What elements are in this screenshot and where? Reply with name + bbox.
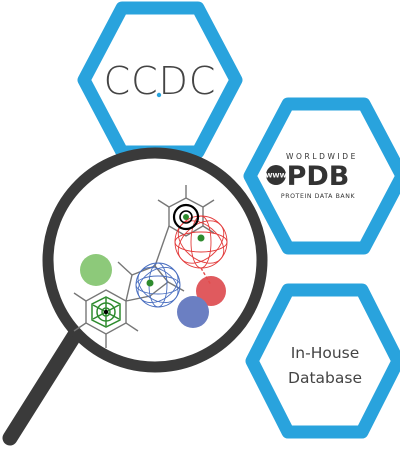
pharmacophore-molecule-icon (73, 185, 228, 348)
blue-feature-sphere (177, 296, 209, 328)
pdb-protein-data-bank-text: PROTEIN DATA BANK (281, 193, 356, 200)
pdb-www-text: WWW (265, 172, 287, 180)
ccdc-badge: CCDC (77, 1, 243, 159)
pdb-www-globe-icon (266, 165, 286, 185)
red-center-atom (197, 234, 205, 242)
magnifier-handle (2, 322, 86, 446)
ccdc-hexagon-border (77, 1, 243, 159)
blue-center-atom (146, 279, 154, 287)
inhouse-badge: In-House Database (245, 283, 400, 439)
central-ring (125, 265, 169, 302)
pdb-hexagon-border (243, 97, 400, 255)
red-feature-sphere (196, 276, 226, 306)
inhouse-hexagon-border (245, 283, 400, 439)
dashed-interaction-link (200, 267, 212, 286)
green-feature-sphere (80, 254, 112, 286)
inhouse-line2: Database (288, 369, 362, 387)
bottom-center-atom (103, 309, 109, 315)
pdb-main-text: PDB (287, 161, 350, 192)
magnifier-lens-ring (42, 147, 268, 373)
pdb-worldwide-text: WORLDWIDE (286, 152, 358, 161)
pdb-badge: WORLDWIDE WWW PDB PROTEIN DATA BANK (243, 97, 400, 255)
black-target-rings (172, 203, 200, 231)
ccdc-dot (156, 92, 162, 98)
inhouse-line1: In-House (291, 344, 360, 362)
blue-aromatic-mesh (135, 262, 181, 308)
